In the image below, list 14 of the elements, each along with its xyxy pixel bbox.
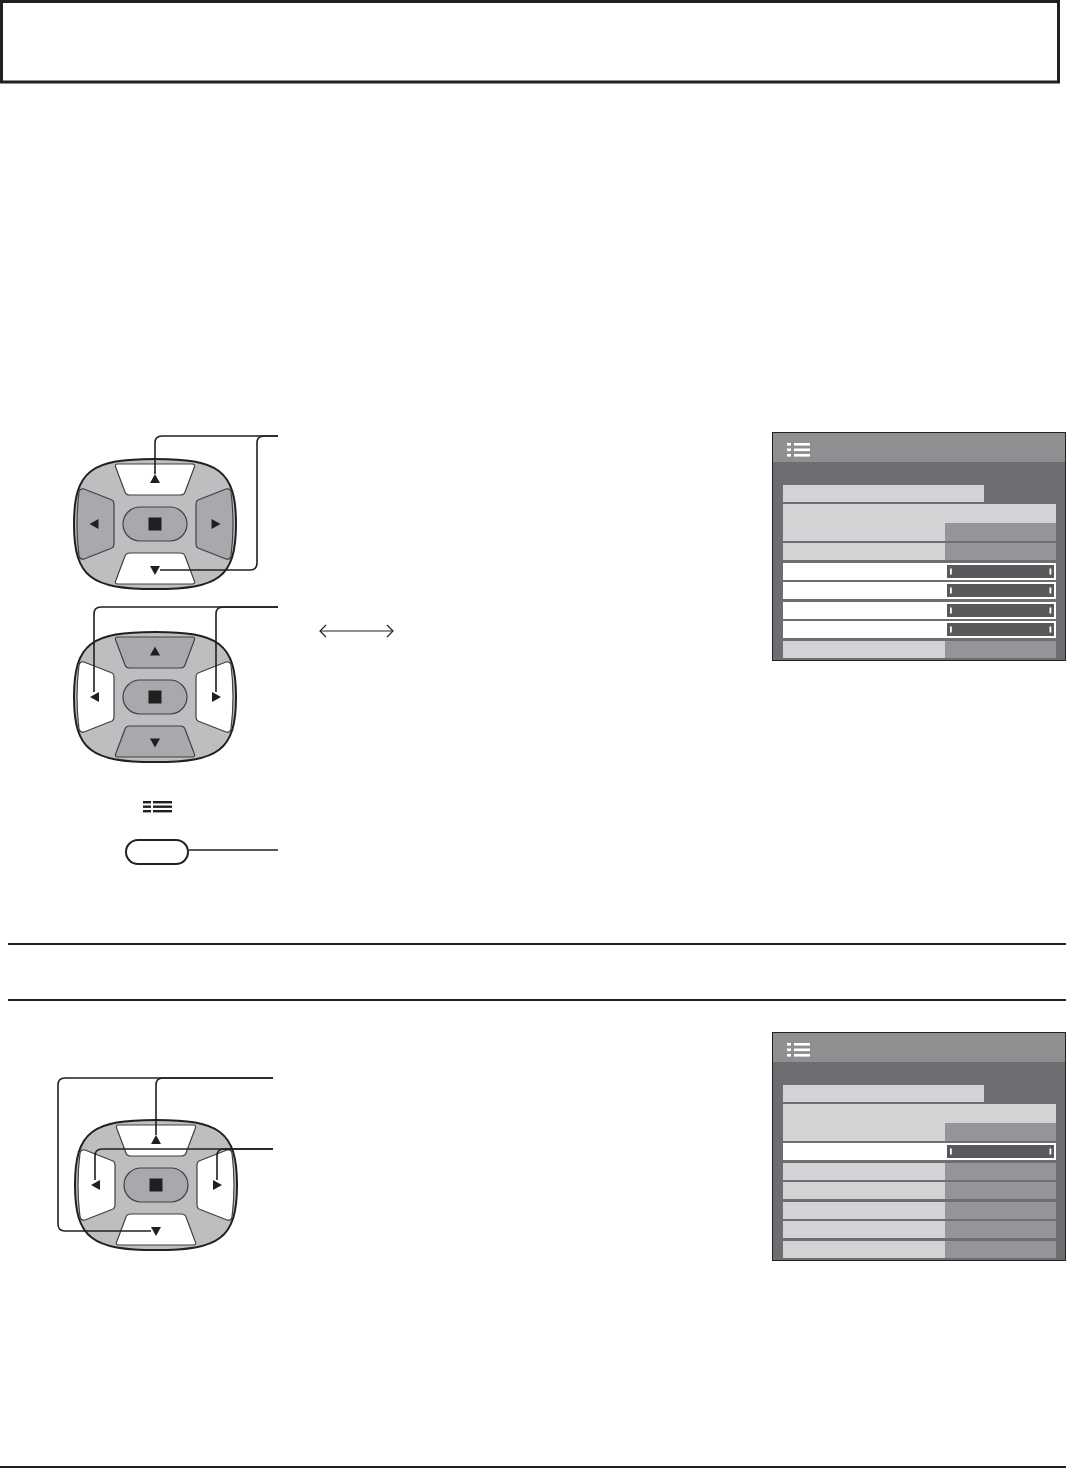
leader-line <box>215 606 279 693</box>
leader-line <box>159 435 279 571</box>
leader-line <box>216 1148 274 1181</box>
leader-line <box>57 1077 274 1232</box>
oval-button <box>125 839 189 865</box>
arrow-symbol <box>91 1180 100 1190</box>
arrow-symbol <box>212 692 221 702</box>
arrow-symbol <box>150 474 160 483</box>
arrow-symbol <box>150 566 160 575</box>
arrow-symbol <box>213 1180 222 1190</box>
leader-line <box>188 849 279 851</box>
arrow-symbol <box>90 692 99 702</box>
arrow-symbol <box>151 1227 161 1236</box>
arrow-symbol <box>151 1135 161 1144</box>
